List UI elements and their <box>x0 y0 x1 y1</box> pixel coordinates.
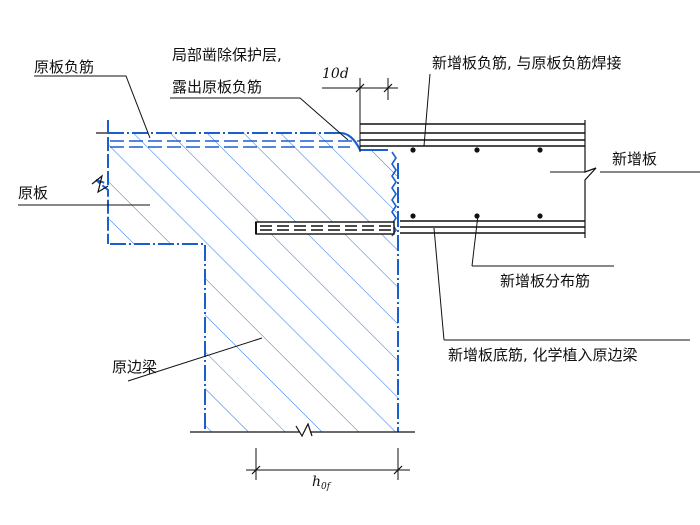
original-negative-rebar <box>110 140 360 148</box>
label-new-slab: 新增板 <box>612 150 657 168</box>
beam-break-symbol <box>295 422 313 438</box>
new-slab <box>360 120 597 238</box>
label-original-edge-beam: 原边梁 <box>112 358 157 376</box>
planted-bottom-rebar <box>255 221 395 235</box>
new-slab-break <box>584 120 597 238</box>
label-new-slab-bottom-rebar: 新增板底筋, 化学植入原边梁 <box>448 346 638 364</box>
beam-depth-dimension: h0f <box>246 448 410 492</box>
beam-depth-label: h0f <box>312 474 332 492</box>
label-local-chisel-line2: 露出原板负筋 <box>172 78 262 96</box>
label-original-neg-rebar: 原板负筋 <box>34 58 94 76</box>
leader-lines <box>18 73 585 382</box>
concrete-hatch-fill <box>108 133 398 432</box>
original-concrete-section <box>108 132 415 438</box>
label-new-slab-dist-rebar: 新增板分布筋 <box>500 272 590 290</box>
original-slab-break <box>91 120 109 244</box>
weld-length-dimension: 10d <box>322 66 398 152</box>
label-new-slab-neg-rebar: 新增板负筋, 与原板负筋焊接 <box>432 54 622 72</box>
label-original-slab: 原板 <box>18 184 48 202</box>
label-local-chisel-line1: 局部凿除保护层, <box>172 46 282 64</box>
weld-length-label: 10d <box>322 66 349 82</box>
